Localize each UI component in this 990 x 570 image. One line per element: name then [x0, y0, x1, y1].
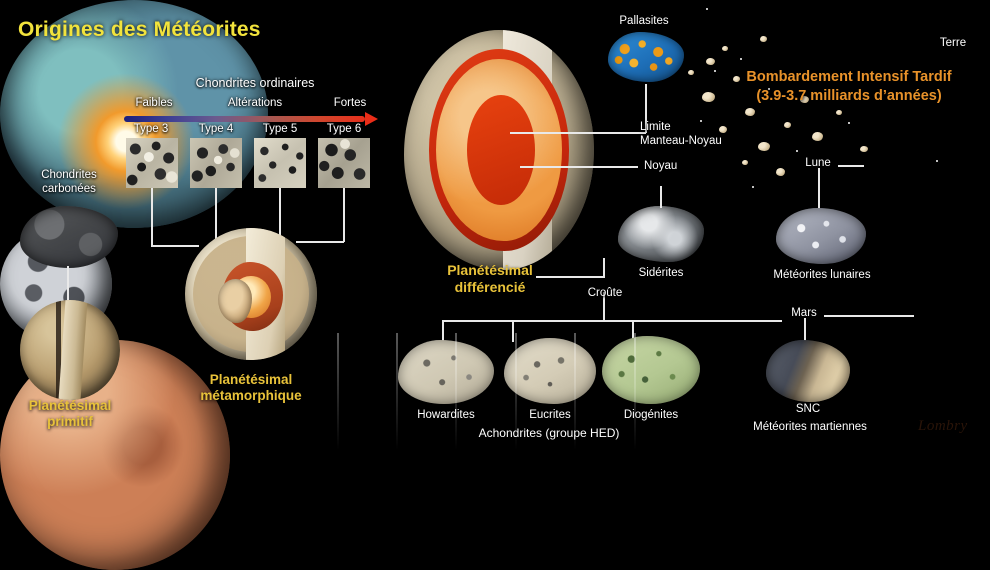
primitive-planetesimal-body — [20, 300, 120, 400]
type-label-3: Type 6 — [326, 123, 362, 135]
thin-section-type-4 — [190, 138, 242, 188]
thin-section-type-5 — [254, 138, 306, 188]
alteration-axis-label: Altérations — [227, 97, 283, 109]
type-label-1: Type 4 — [198, 123, 234, 135]
siderites-label: Sidérites — [638, 267, 684, 279]
connector-core-label — [520, 166, 638, 168]
connector-carbonaceous-to-primitive — [67, 266, 69, 308]
eucrites-label: Eucrites — [529, 409, 571, 421]
lunar-meteorite-sample — [776, 208, 866, 264]
type-label-2: Type 5 — [262, 123, 298, 135]
snc-label: SNC — [795, 403, 821, 415]
page-title: Origines des Météorites — [18, 18, 261, 41]
alteration-gradient-arrow — [124, 112, 378, 126]
core-label: Noyau — [644, 160, 678, 172]
author-signature: Lombry — [918, 418, 968, 434]
carbonaceous-chondrite-label: Chondrites carbonées — [41, 169, 97, 196]
earth-label: Terre — [939, 37, 967, 49]
lunar-meteorites-label: Météorites lunaires — [773, 269, 871, 281]
mantle-core-boundary-label: Limite Manteau-Noyau — [640, 121, 722, 148]
differentiated-planetesimal-body — [404, 30, 594, 270]
thin-section-type-6 — [318, 138, 370, 188]
thin-section-type-3 — [126, 138, 178, 188]
infographic-canvas: Origines des Météorites Chondrites carbo… — [0, 0, 968, 570]
howardites-label: Howardites — [417, 409, 475, 421]
howardite-sample — [398, 340, 494, 404]
crust-label: Croûte — [587, 287, 623, 299]
alteration-low-label: Faibles — [135, 97, 173, 109]
alteration-high-label: Fortes — [333, 97, 367, 109]
diogenites-label: Diogénites — [623, 409, 679, 421]
diogenite-sample — [602, 336, 700, 404]
ordinary-chondrites-heading: Chondrites ordinaires — [195, 76, 315, 90]
pallasite-sample — [608, 32, 684, 82]
type-label-0: Type 3 — [133, 123, 169, 135]
siderite-sample — [618, 206, 704, 262]
earth-body — [0, 0, 636, 450]
connector-core-to-siderites — [660, 186, 662, 208]
differentiated-planetesimal-label: Planétésimal différencié — [447, 262, 533, 295]
martian-meteorites-label: Météorites martiennes — [753, 421, 867, 433]
late-heavy-bombardment-label: Bombardement Intensif Tardif (3.9-3.7 mi… — [746, 69, 952, 104]
hed-group-label: Achondrites (groupe HED) — [478, 426, 620, 440]
snc-martian-meteorite-sample — [766, 340, 850, 402]
pallasites-label: Pallasites — [619, 15, 669, 27]
moon-label: Lune — [805, 157, 831, 169]
primitive-planetesimal-label: Planétésimal primitif — [28, 398, 112, 430]
mars-label: Mars — [791, 307, 817, 319]
eucrite-sample — [504, 338, 596, 404]
carbonaceous-chondrite-sample — [20, 206, 118, 268]
metamorphic-planetesimal-label: Planétésimal métamorphique — [200, 372, 302, 404]
